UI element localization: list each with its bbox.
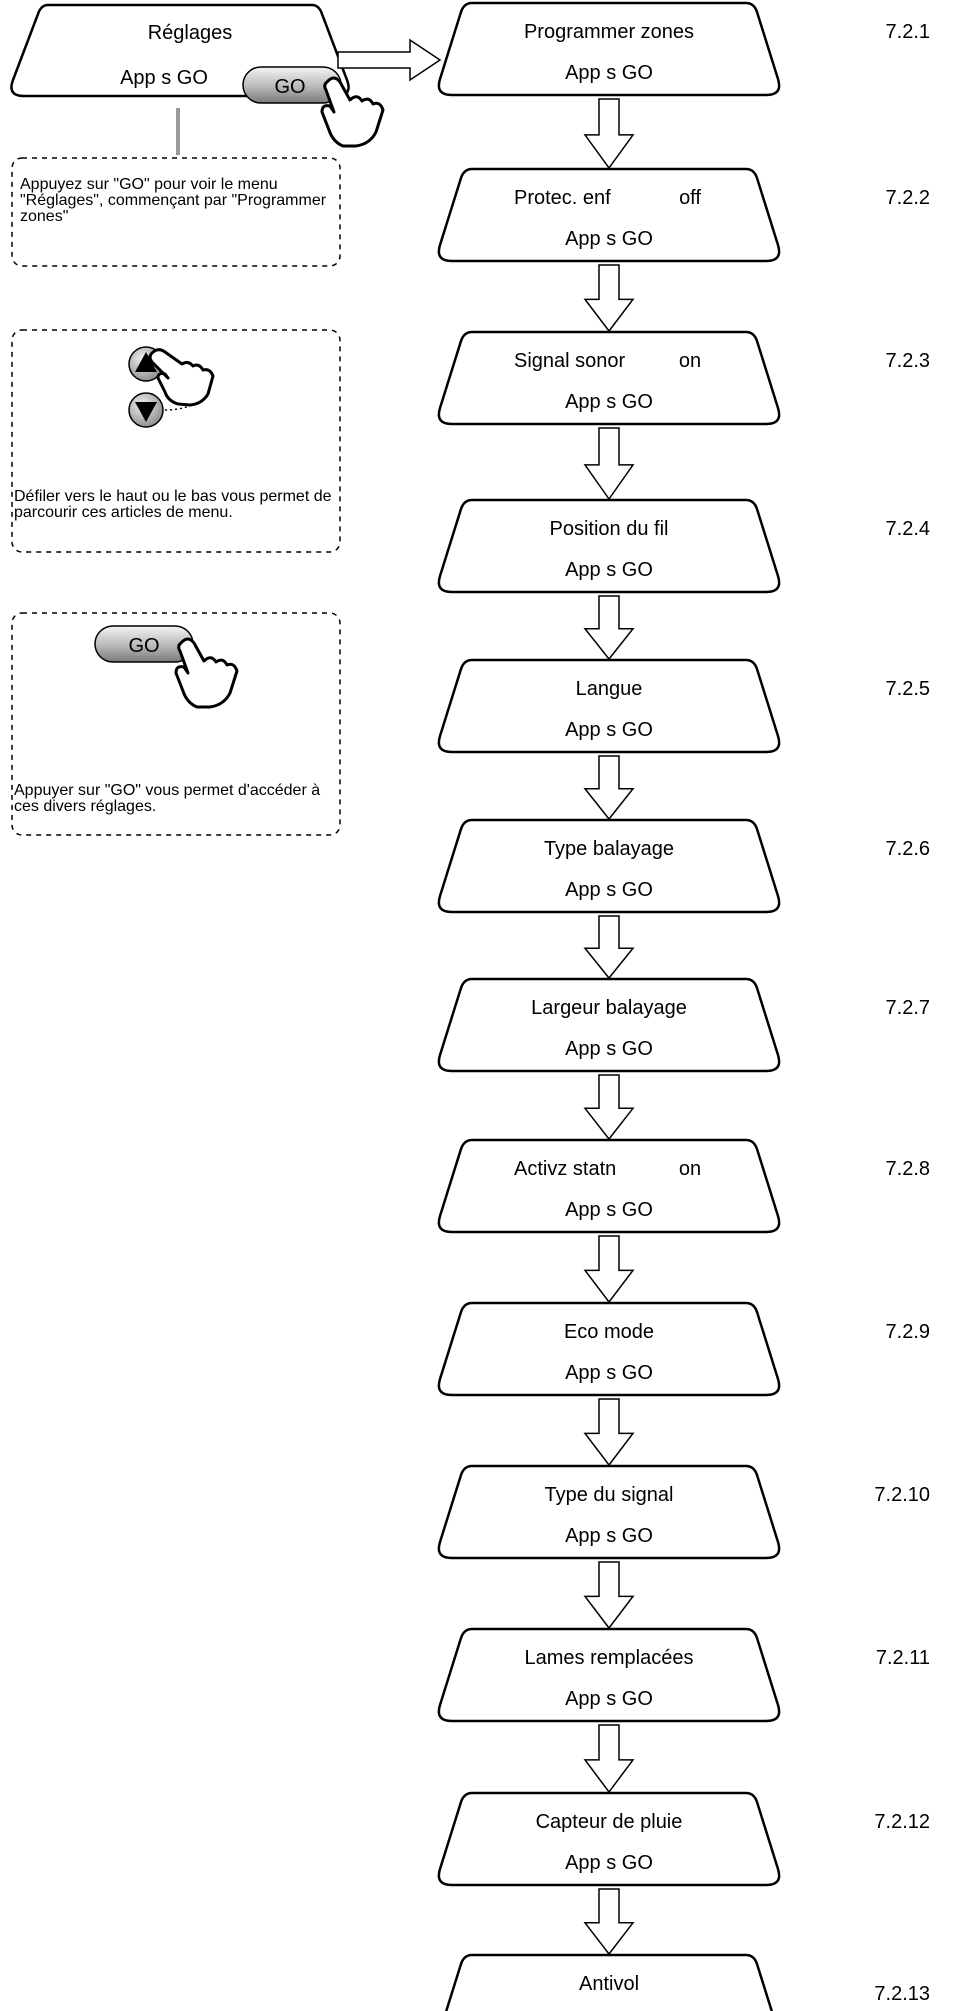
menu-item-label: Largeur balayage xyxy=(531,997,687,1019)
flow-arrow-down xyxy=(583,1235,635,1304)
menu-screen: AntivolApp s GO7.2.13 xyxy=(444,1953,930,2011)
pointing-hand-icon xyxy=(148,348,215,407)
note-go-intro: Appuyez sur "GO" pour voir le menu "Régl… xyxy=(20,176,327,225)
menu-item-hint: App s GO xyxy=(565,391,653,413)
menu-item-hint: App s GO xyxy=(565,1199,653,1221)
note-scroll: Défiler vers le haut ou le bas vous perm… xyxy=(14,488,332,521)
section-number: 7.2.4 xyxy=(886,518,930,540)
menu-screen-frame xyxy=(437,1,781,97)
menu-item-value: on xyxy=(679,1158,701,1180)
flow-arrow-down xyxy=(583,264,635,333)
flow-arrow-down xyxy=(583,1074,635,1141)
section-number: 7.2.11 xyxy=(876,1647,930,1669)
section-number: 7.2.2 xyxy=(886,187,930,209)
menu-item-label: Signal sonor xyxy=(514,350,626,372)
menu-item-label: Type du signal xyxy=(545,1484,674,1506)
menu-item-label: Protec. enf xyxy=(514,187,611,209)
section-number: 7.2.8 xyxy=(886,1158,930,1180)
menu-item-hint: App s GO xyxy=(565,719,653,741)
flow-arrow-down xyxy=(583,915,635,980)
menu-item-label: Antivol xyxy=(579,1973,639,1995)
menu-item-hint: App s GO xyxy=(565,879,653,901)
flow-arrow-down xyxy=(583,755,635,821)
menu-item-label: Activz statn xyxy=(514,1158,616,1180)
start-screen-title: Réglages xyxy=(148,22,233,44)
menu-screen-frame xyxy=(437,167,781,263)
start-screen-hint: App s GO xyxy=(120,67,208,89)
go-button-label: GO xyxy=(274,76,305,98)
menu-item-hint: App s GO xyxy=(565,1038,653,1060)
flow-arrow-down xyxy=(583,1398,635,1467)
section-number: 7.2.3 xyxy=(886,350,930,372)
down-arrow-button-icon xyxy=(128,392,164,428)
menu-item-hint: App s GO xyxy=(565,1525,653,1547)
flow-arrow-down xyxy=(583,1561,635,1630)
section-number: 7.2.10 xyxy=(874,1484,930,1506)
menu-item-label: Lames remplacées xyxy=(525,1647,694,1669)
section-number: 7.2.13 xyxy=(874,1983,930,2005)
menu-item-hint: App s GO xyxy=(565,228,653,250)
menu-item-value: off xyxy=(679,187,701,209)
menu-screen-frame xyxy=(437,498,781,594)
menu-screen-frame xyxy=(437,1138,781,1234)
menu-screen-frame xyxy=(444,1953,774,2011)
flow-arrow-right xyxy=(337,38,442,82)
flow-arrow-down xyxy=(583,1724,635,1794)
menu-item-hint: App s GO xyxy=(565,559,653,581)
go-button-icon-label: GO xyxy=(128,635,159,657)
menu-item-label: Programmer zones xyxy=(524,21,694,43)
flow-arrow-down xyxy=(583,427,635,501)
flow-arrow-down xyxy=(583,595,635,661)
note-box-go-access-frame xyxy=(11,612,341,836)
pointing-hand-icon xyxy=(320,76,385,148)
section-number: 7.2.6 xyxy=(886,838,930,860)
section-number: 7.2.1 xyxy=(886,21,930,43)
menu-item-hint: App s GO xyxy=(565,1362,653,1384)
note-go-access: Appuyer sur "GO" vous permet d'accéder à… xyxy=(14,782,321,815)
section-number: 7.2.7 xyxy=(886,997,930,1019)
menu-screen-frame xyxy=(437,1791,781,1887)
note-box-scroll-frame xyxy=(11,329,341,553)
menu-item-label: Type balayage xyxy=(544,838,674,860)
menu-item-value: on xyxy=(679,350,701,372)
menu-screen-frame xyxy=(437,1627,781,1723)
section-number: 7.2.5 xyxy=(886,678,930,700)
scroll-path-dotted-icon xyxy=(164,397,206,411)
menu-item-label: Capteur de pluie xyxy=(536,1811,683,1833)
menu-item-label: Langue xyxy=(576,678,643,700)
note-box-go-intro-frame xyxy=(11,157,341,267)
flow-arrow-down xyxy=(583,98,635,170)
section-number: 7.2.9 xyxy=(886,1321,930,1343)
menu-screen-frame xyxy=(437,1301,781,1397)
start-screen: Réglages App s GO GO xyxy=(10,3,385,148)
menu-item-hint: App s GO xyxy=(565,1852,653,1874)
section-number: 7.2.12 xyxy=(874,1811,930,1833)
menu-screen-frame xyxy=(437,977,781,1073)
flow-arrow-down xyxy=(583,1888,635,1956)
go-button[interactable]: GO xyxy=(242,66,342,104)
menu-item-label: Position du fil xyxy=(550,518,669,540)
menu-screen-frame xyxy=(437,330,781,426)
menu-item-label: Eco mode xyxy=(564,1321,654,1343)
menu-item-hint: App s GO xyxy=(565,62,653,84)
menu-screen-frame xyxy=(437,658,781,754)
menu-screen-frame xyxy=(437,1464,781,1560)
menu-screen-frame xyxy=(437,818,781,914)
menu-item-hint: App s GO xyxy=(565,1688,653,1710)
pointing-hand-icon xyxy=(174,637,239,709)
